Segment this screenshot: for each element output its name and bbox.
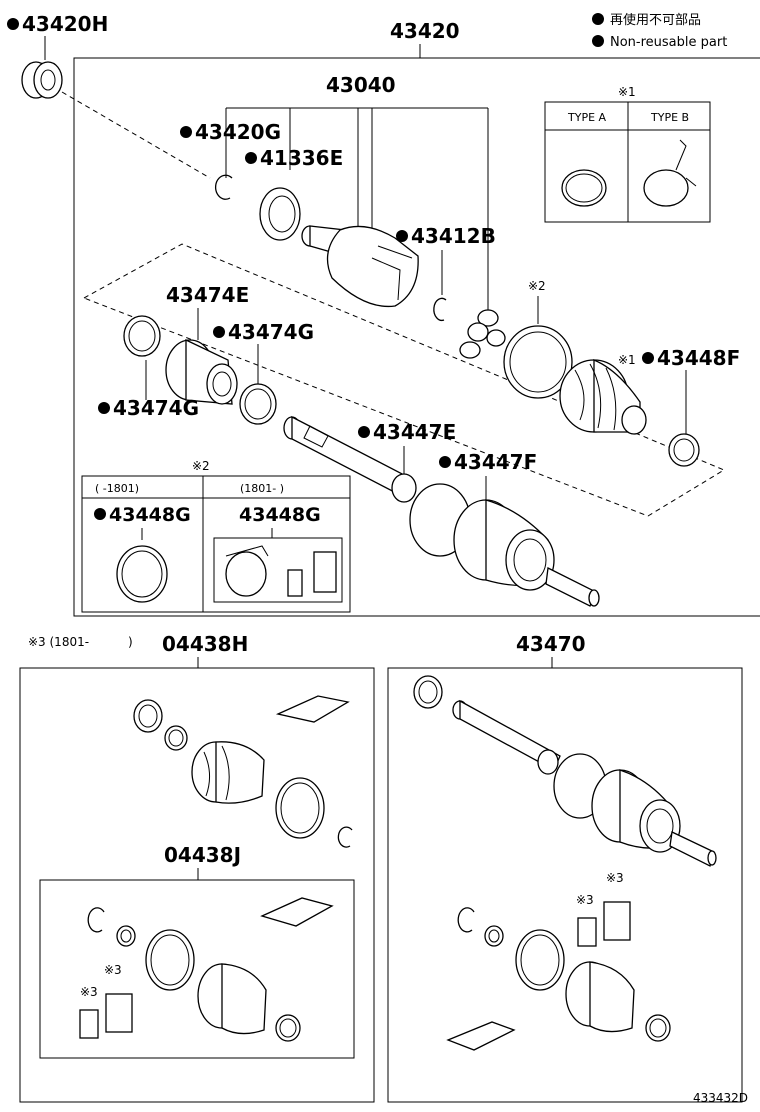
outboard-joint-housing-part[interactable] (301, 225, 419, 308)
legend-dot-icon (592, 13, 604, 25)
part-number-43470[interactable]: 43470 (516, 632, 586, 656)
part-number-04438h[interactable]: 04438H (162, 632, 248, 656)
part-number-43474g-upper[interactable]: 43474G (228, 320, 314, 344)
tripod-spider-part[interactable] (459, 309, 506, 359)
period-box: ※2 ( -1801) (1801- ) 43448G 43448G (81, 459, 351, 613)
clamp-type-b-icon (643, 169, 689, 207)
non-reusable-dot-icon (94, 508, 106, 520)
kit-04438h-frame (19, 667, 375, 1103)
part-number-04438j[interactable]: 04438J (164, 843, 241, 867)
boot-clamp-part[interactable] (391, 473, 417, 503)
non-reusable-dot-icon (98, 402, 110, 414)
note-1-side: ※1 (618, 353, 636, 367)
kit-04438h-parts[interactable] (133, 695, 353, 848)
outer-boot-part[interactable] (559, 359, 647, 435)
non-reusable-dot-icon (180, 126, 192, 138)
type-box: ※1 TYPE A TYPE B (544, 85, 711, 223)
part-number-43420[interactable]: 43420 (390, 19, 460, 43)
callout-43412b[interactable]: 43412B (396, 224, 496, 248)
non-reusable-dot-icon (358, 426, 370, 438)
snap-ring-part[interactable] (433, 297, 447, 322)
part-number-43447f[interactable]: 43447F (454, 450, 537, 474)
callout-43447f[interactable]: 43447F (439, 450, 537, 474)
non-reusable-dot-icon (439, 456, 451, 468)
note-3-header: ※3 (1801- (28, 635, 89, 649)
legend-line2: Non-reusable part (610, 35, 727, 50)
label-sheet-icon (287, 569, 303, 597)
part-number-43474e[interactable]: 43474E (166, 283, 249, 307)
type-b-label: TYPE B (650, 111, 689, 124)
inner-boot-part[interactable] (165, 338, 238, 405)
small-boot-clamp-part[interactable] (668, 433, 700, 467)
callout-43420h[interactable]: 43420H (7, 12, 108, 36)
bearing-ring-part[interactable] (21, 61, 63, 99)
part-number-43412b[interactable]: 43412B (411, 224, 496, 248)
callout-43474g-upper[interactable]: 43474G (213, 320, 314, 344)
part-number-41336e[interactable]: 41336E (260, 146, 343, 170)
part-number-43420g[interactable]: 43420G (195, 120, 281, 144)
part-number-43474g-lower[interactable]: 43474G (113, 396, 199, 420)
legend-line1: 再使用不可部品 (610, 12, 701, 28)
callout-43474g-lower[interactable]: 43474G (98, 396, 199, 420)
kit-04438j-parts[interactable] (79, 897, 334, 1042)
boot-clamp-part[interactable] (225, 551, 267, 597)
large-boot-clamp-part[interactable] (503, 325, 573, 399)
part-number-43448g-left[interactable]: 43448G (109, 504, 191, 526)
type-a-label: TYPE A (567, 111, 607, 124)
assembly-43420-frame (73, 57, 760, 617)
note-1: ※1 (618, 85, 636, 99)
legend-dot-icon (592, 35, 604, 47)
assembly-43470-frame (387, 667, 743, 1103)
snap-ring-part[interactable] (215, 174, 233, 200)
period-right-header: (1801- ) (240, 482, 284, 495)
note-2-top: ※2 (528, 279, 546, 293)
grease-packet-icon (313, 551, 337, 593)
legend: 再使用不可部品 Non-reusable part (592, 12, 727, 50)
non-reusable-dot-icon (7, 18, 19, 30)
leader-bracket-43040 (225, 107, 489, 310)
note-3-d: ※3 (606, 871, 624, 885)
kit-04438j-frame (39, 879, 355, 1059)
part-number-43420h[interactable]: 43420H (22, 12, 108, 36)
diagram-code: 433432D (693, 1091, 748, 1105)
callout-41336e[interactable]: 41336E (245, 146, 343, 170)
note-3-a: ※3 (80, 985, 98, 999)
subassembly-dashed-boundary (82, 243, 726, 517)
non-reusable-dot-icon (245, 152, 257, 164)
non-reusable-dot-icon (642, 352, 654, 364)
note-3-c: ※3 (576, 893, 594, 907)
period-left-header: ( -1801) (95, 482, 139, 495)
boot-clamp-part[interactable] (123, 315, 161, 357)
reference-dashed-line (61, 91, 211, 179)
note-3-header-close: ) (128, 635, 133, 649)
note-3-b: ※3 (104, 963, 122, 977)
part-number-43040[interactable]: 43040 (326, 73, 396, 97)
clamp-type-a-icon (561, 169, 607, 207)
assembly-43470-parts[interactable] (413, 675, 717, 1051)
callout-43420g[interactable]: 43420G (180, 120, 281, 144)
non-reusable-dot-icon (213, 326, 225, 338)
drive-shaft-part[interactable] (283, 415, 411, 497)
part-number-43447e[interactable]: 43447E (373, 420, 456, 444)
assembled-joint-part[interactable] (409, 483, 600, 607)
oil-seal-part[interactable] (259, 187, 301, 241)
callout-43447e[interactable]: 43447E (358, 420, 456, 444)
part-number-43448g-right[interactable]: 43448G (239, 504, 321, 526)
clamp-kit-box (213, 537, 343, 603)
callout-43448f[interactable]: 43448F (642, 346, 740, 370)
note-2-box: ※2 (192, 459, 210, 473)
part-number-43448f[interactable]: 43448F (657, 346, 740, 370)
boot-clamp-part[interactable] (239, 383, 277, 425)
non-reusable-dot-icon (396, 230, 408, 242)
boot-clamp-part[interactable] (116, 545, 168, 603)
